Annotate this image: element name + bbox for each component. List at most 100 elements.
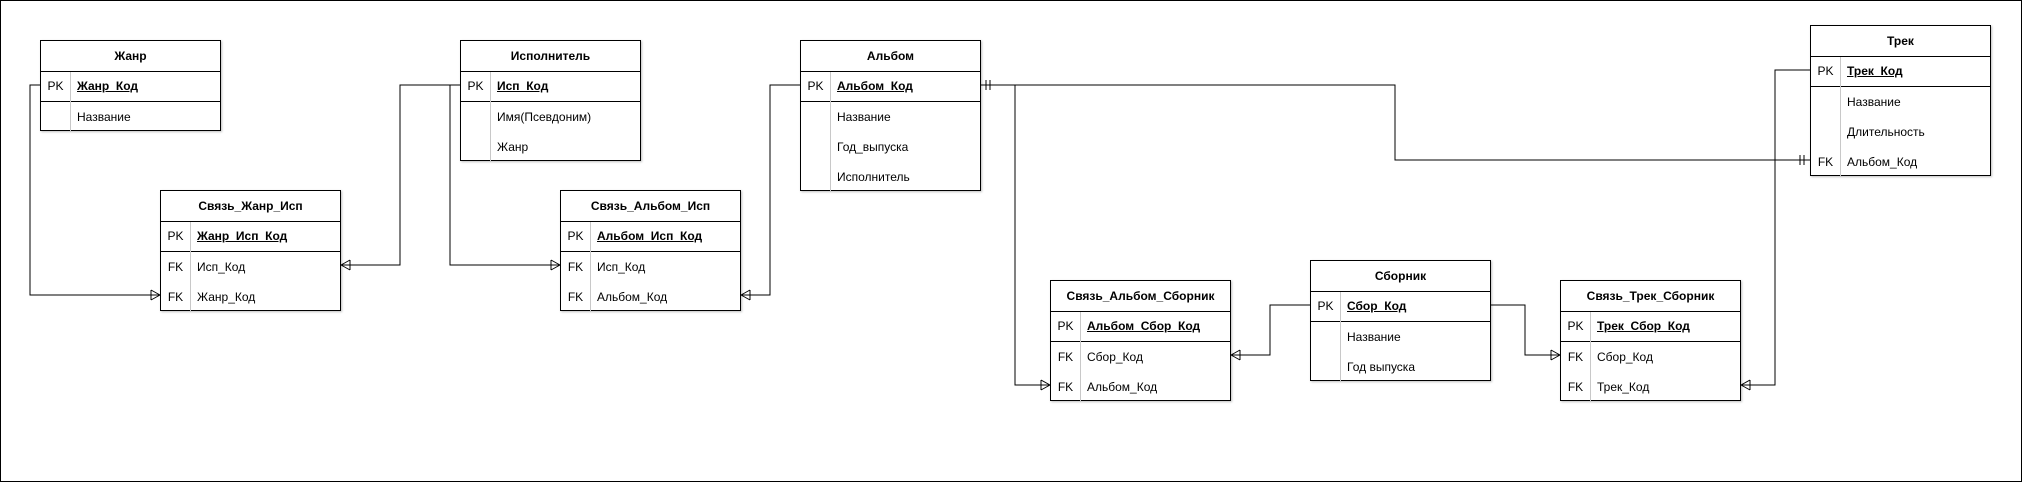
entity-row-pk: PK Трек_Код	[1811, 57, 1990, 87]
entity-row: Имя(Псевдоним)	[461, 102, 640, 132]
entity-genre[interactable]: Жанр PK Жанр_Код Название	[40, 40, 221, 132]
field-name: Жанр_Код	[77, 79, 139, 93]
entity-row: FK Жанр_Код	[161, 282, 340, 312]
entity-title: Связь_Альбом_Исп	[561, 191, 740, 222]
entity-album-collection-link[interactable]: Связь_Альбом_Сборник PK Альбом_Сбор_Код …	[1050, 280, 1231, 402]
key-marker: PK	[41, 72, 71, 102]
key-marker	[1311, 352, 1341, 382]
crowfoot-marker	[150, 289, 161, 296]
field-name: Исп_Код	[597, 260, 646, 274]
entity-track[interactable]: Трек PK Трек_Код Название Длительность F…	[1810, 25, 1991, 177]
entity-row-pk: PK Исп_Код	[461, 72, 640, 102]
entity-row: FK Исп_Код	[161, 252, 340, 282]
entity-row: Исполнитель	[801, 162, 980, 192]
entity-collection[interactable]: Сборник PK Сбор_Код Название Год выпуска	[1310, 260, 1491, 382]
entity-row-pk: PK Жанр_Код	[41, 72, 220, 102]
entity-album[interactable]: Альбом PK Альбом_Код Название Год_выпуск…	[800, 40, 981, 192]
field-name: Название	[77, 110, 131, 124]
entity-row-pk: PK Жанр_Исп_Код	[161, 222, 340, 252]
crowfoot-marker	[150, 294, 161, 301]
key-marker: FK	[161, 282, 191, 312]
entity-row: Жанр	[461, 132, 640, 162]
entity-row: Название	[1311, 322, 1490, 352]
key-marker: PK	[561, 222, 591, 252]
entity-row: FK Альбом_Код	[1051, 372, 1230, 402]
key-marker	[461, 102, 491, 132]
key-marker: FK	[1051, 372, 1081, 402]
field-name: Имя(Псевдоним)	[497, 110, 592, 124]
entity-row-pk: PK Сбор_Код	[1311, 292, 1490, 322]
crowfoot-marker	[740, 294, 751, 301]
key-marker	[461, 132, 491, 162]
entity-row-pk: PK Альбом_Исп_Код	[561, 222, 740, 252]
key-marker: FK	[1561, 342, 1591, 372]
key-marker: PK	[801, 72, 831, 102]
field-name: Сбор_Код	[1087, 350, 1143, 364]
field-name: Жанр_Исп_Код	[197, 229, 288, 243]
field-name: Исполнитель	[837, 170, 910, 184]
crowfoot-marker	[340, 259, 351, 266]
key-marker	[1811, 87, 1841, 117]
entity-album-artist-link[interactable]: Связь_Альбом_Исп PK Альбом_Исп_Код FK Ис…	[560, 190, 741, 312]
key-marker: FK	[1811, 147, 1841, 177]
key-marker: FK	[1561, 372, 1591, 402]
key-marker	[1311, 322, 1341, 352]
entity-row: FK Сбор_Код	[1051, 342, 1230, 372]
entity-title: Связь_Альбом_Сборник	[1051, 281, 1230, 312]
entity-title: Альбом	[801, 41, 980, 72]
key-marker: FK	[561, 252, 591, 282]
field-name: Год выпуска	[1347, 360, 1415, 374]
crowfoot-marker	[550, 264, 561, 271]
key-marker: PK	[161, 222, 191, 252]
entity-row: FK Альбом_Код	[1811, 147, 1990, 177]
entity-title: Жанр	[41, 41, 220, 72]
field-name: Название	[1347, 330, 1401, 344]
field-name: Исп_Код	[197, 260, 246, 274]
entity-track-collection-link[interactable]: Связь_Трек_Сборник PK Трек_Сбор_Код FK С…	[1560, 280, 1741, 402]
key-marker	[801, 102, 831, 132]
entity-title: Исполнитель	[461, 41, 640, 72]
key-marker: PK	[1561, 312, 1591, 342]
entity-row: FK Исп_Код	[561, 252, 740, 282]
field-name: Альбом_Код	[1087, 380, 1158, 394]
entity-title: Связь_Жанр_Исп	[161, 191, 340, 222]
entity-artist[interactable]: Исполнитель PK Исп_Код Имя(Псевдоним) Жа…	[460, 40, 641, 162]
field-name: Год_выпуска	[837, 140, 909, 154]
field-name: Трек_Код	[1597, 380, 1650, 394]
key-marker: PK	[461, 72, 491, 102]
field-name: Исп_Код	[497, 79, 549, 93]
key-marker: FK	[561, 282, 591, 312]
connector-track-trackcollection	[1741, 69, 1810, 386]
connector-genre-genreartist	[29, 84, 160, 296]
field-name: Название	[837, 110, 891, 124]
entity-row-pk: PK Альбом_Код	[801, 72, 980, 102]
entity-row: Длительность	[1811, 117, 1990, 147]
connector-album-albumcollection	[981, 84, 1050, 386]
field-name: Название	[1847, 95, 1901, 109]
field-name: Альбом_Код	[837, 79, 913, 93]
connector-album-track	[981, 84, 1810, 161]
key-marker	[1811, 117, 1841, 147]
key-marker	[801, 132, 831, 162]
key-marker	[41, 102, 71, 132]
entity-title: Сборник	[1311, 261, 1490, 292]
crowfoot-marker	[1040, 384, 1051, 391]
key-marker: PK	[1811, 57, 1841, 87]
entity-title: Связь_Трек_Сборник	[1561, 281, 1740, 312]
crowfoot-marker	[740, 289, 751, 296]
field-name: Альбом_Сбор_Код	[1087, 319, 1201, 333]
entity-row: Год_выпуска	[801, 132, 980, 162]
field-name: Трек_Сбор_Код	[1597, 319, 1690, 333]
field-name: Жанр	[497, 140, 529, 154]
entity-genre-artist-link[interactable]: Связь_Жанр_Исп PK Жанр_Исп_Код FK Исп_Ко…	[160, 190, 341, 312]
crowfoot-marker	[1550, 354, 1561, 361]
field-name: Трек_Код	[1847, 64, 1903, 78]
entity-row: Год выпуска	[1311, 352, 1490, 382]
entity-row: Название	[1811, 87, 1990, 117]
crowfoot-marker	[1550, 349, 1561, 356]
key-marker: PK	[1311, 292, 1341, 322]
entity-row-pk: PK Трек_Сбор_Код	[1561, 312, 1740, 342]
connector-artist-genreartist	[341, 84, 460, 266]
crowfoot-marker	[1740, 384, 1751, 391]
